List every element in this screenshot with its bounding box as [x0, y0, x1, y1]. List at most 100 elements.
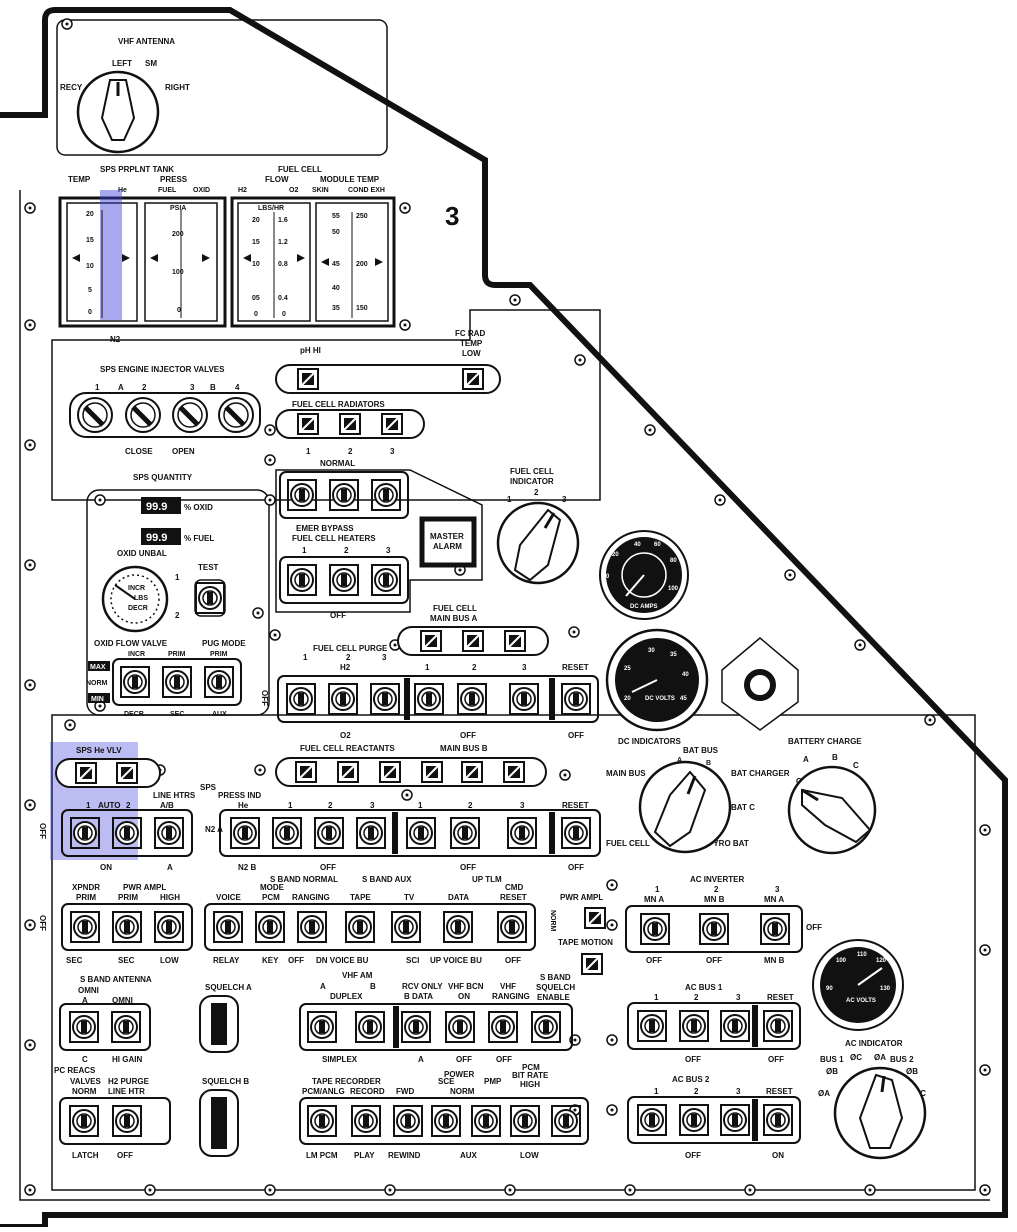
fc-heater-switch-2[interactable] [329, 564, 359, 596]
fc-radiator-switch-3[interactable] [371, 479, 401, 511]
vhf-am-a-switch[interactable] [307, 1011, 337, 1043]
ac-bus1-switch-3[interactable] [720, 1010, 750, 1042]
ac-indicator-knob[interactable] [833, 1066, 927, 1160]
mode-relay: RELAY [213, 956, 240, 965]
ac-bus2-switch-3[interactable] [720, 1104, 750, 1136]
dc-amps-tick: 20 [612, 552, 619, 558]
main-bus-a-switch-3[interactable] [509, 683, 539, 715]
main-b-fc-switch-1[interactable] [272, 817, 302, 849]
power-norm: NORM [450, 1087, 475, 1096]
bit-rate-switch[interactable] [510, 1105, 540, 1137]
sband-squelch-switch[interactable] [531, 1011, 561, 1043]
mode-ranging-switch[interactable] [297, 911, 327, 943]
vhf-rcv-only-switch[interactable] [401, 1011, 431, 1043]
injector-valve-3b[interactable] [173, 398, 207, 432]
uptlm-cmd-switch[interactable] [497, 911, 527, 943]
tape-recorder-title: TAPE RECORDER [312, 1077, 381, 1086]
oxid-flow-valve-switch[interactable] [120, 666, 150, 698]
press-ind-switch[interactable] [230, 817, 260, 849]
fc-heater-switch-1[interactable] [287, 564, 317, 596]
ac-bus2-reset-switch[interactable] [763, 1104, 793, 1136]
main-bus-reset-switch[interactable] [561, 683, 591, 715]
tape-pcm-anlg-switch[interactable] [307, 1105, 337, 1137]
xpndr-label: XPNDR [72, 883, 100, 892]
sband-hi-gain: HI GAIN [112, 1055, 142, 1064]
unbal-lbs: LBS [134, 595, 148, 602]
h2-purge-switch[interactable] [112, 1105, 142, 1137]
fc-radiator-switch-1[interactable] [287, 479, 317, 511]
pwr-ampl-level-switch[interactable] [154, 911, 184, 943]
tape-record-switch[interactable] [351, 1105, 381, 1137]
main-b-switch-3[interactable] [507, 817, 537, 849]
tank-press-label: PRESS [160, 175, 188, 184]
squelch-a-thumbwheel[interactable] [211, 1003, 227, 1045]
main-b-fc-switch-2[interactable] [314, 817, 344, 849]
pwr-ampl-label: PWR AMPL [123, 883, 166, 892]
vhf-am-b-switch[interactable] [355, 1011, 385, 1043]
vhf-title: VHF ANTENNA [118, 37, 175, 46]
mode-pcm-switch[interactable] [255, 911, 285, 943]
ac-inverter-title: AC INVERTER [690, 875, 744, 884]
line-htrs-switch[interactable] [154, 817, 184, 849]
inverter-switch-3[interactable] [760, 913, 790, 945]
main-b-switch-2[interactable] [450, 817, 480, 849]
mode-voice-switch[interactable] [213, 911, 243, 943]
fc-heater-switch-3[interactable] [371, 564, 401, 596]
master-alarm-button[interactable] [419, 516, 477, 568]
ac-bus1-switch-1[interactable] [637, 1010, 667, 1042]
fc-purge-switch-1[interactable] [286, 683, 316, 715]
main-b-switch-1[interactable] [406, 817, 436, 849]
main-bus-b-flag-3 [503, 761, 525, 783]
bat-source-selector-knob[interactable] [638, 760, 732, 854]
sband-antenna-switch-1[interactable] [69, 1011, 99, 1043]
sband-antenna-switch-2[interactable] [111, 1011, 141, 1043]
vhf-ranging-switch[interactable] [488, 1011, 518, 1043]
battery-charge-knob[interactable] [787, 765, 877, 855]
fc-reactant-switch-1[interactable] [414, 683, 444, 715]
aux-tape-switch[interactable] [345, 911, 375, 943]
ac-bus2-3: 3 [736, 1087, 741, 1096]
aux-tv-switch[interactable] [391, 911, 421, 943]
injector-valve-2[interactable] [126, 398, 160, 432]
fc-purge-switch-3[interactable] [370, 683, 400, 715]
vhf-sm: SM [145, 59, 157, 68]
main-b-reset-switch[interactable] [561, 817, 591, 849]
ac-bus2-switch-2[interactable] [679, 1104, 709, 1136]
oxid-flow-prim-switch[interactable] [162, 666, 192, 698]
tape-fwd-switch[interactable] [393, 1105, 423, 1137]
squelch-b-thumbwheel[interactable] [211, 1097, 227, 1149]
uptlm-data-switch[interactable] [443, 911, 473, 943]
vhf-antenna-knob[interactable] [76, 70, 160, 154]
sband-off-side: OFF [38, 915, 47, 931]
panel-number: 3 [445, 201, 459, 231]
fc-indicator-knob[interactable] [496, 501, 580, 585]
inverter-switch-2[interactable] [699, 913, 729, 945]
vhf-bcn-switch[interactable] [445, 1011, 475, 1043]
sps-quantity-test-switch[interactable] [195, 582, 225, 614]
ac-bus2-on: ON [772, 1151, 784, 1160]
pwr-ampl-switch[interactable] [112, 911, 142, 943]
main-b-3: 3 [520, 801, 525, 810]
fuel-cell-source-label: FUEL CELL [606, 839, 650, 848]
injector-valve-1a[interactable] [78, 398, 112, 432]
ac-bus1-reset-switch[interactable] [763, 1010, 793, 1042]
power-sce-switch[interactable] [431, 1105, 461, 1137]
pug-mode-switch[interactable] [204, 666, 234, 698]
tape-record: RECORD [350, 1087, 385, 1096]
fuel-quantity-label: % FUEL [184, 534, 214, 543]
ac-bus2-switch-1[interactable] [637, 1104, 667, 1136]
fc-radiator-switch-2[interactable] [329, 479, 359, 511]
xpndr-switch[interactable] [70, 911, 100, 943]
ac-ind-phase-a2: ØA [874, 1053, 886, 1062]
injector-valve-4[interactable] [219, 398, 253, 432]
power-pmp-switch[interactable] [471, 1105, 501, 1137]
pc-reacs-valve-switch[interactable] [69, 1105, 99, 1137]
vhf-ranging-label-1: VHF [500, 982, 516, 991]
ac-bus1-switch-2[interactable] [679, 1010, 709, 1042]
main-bus-a-switch-2[interactable] [457, 683, 487, 715]
main-bus-b-flag-1 [421, 761, 443, 783]
pwr-ampl-norm: NORM [549, 910, 556, 932]
inverter-switch-1[interactable] [640, 913, 670, 945]
main-b-fc-switch-3[interactable] [356, 817, 386, 849]
fc-purge-switch-2[interactable] [328, 683, 358, 715]
